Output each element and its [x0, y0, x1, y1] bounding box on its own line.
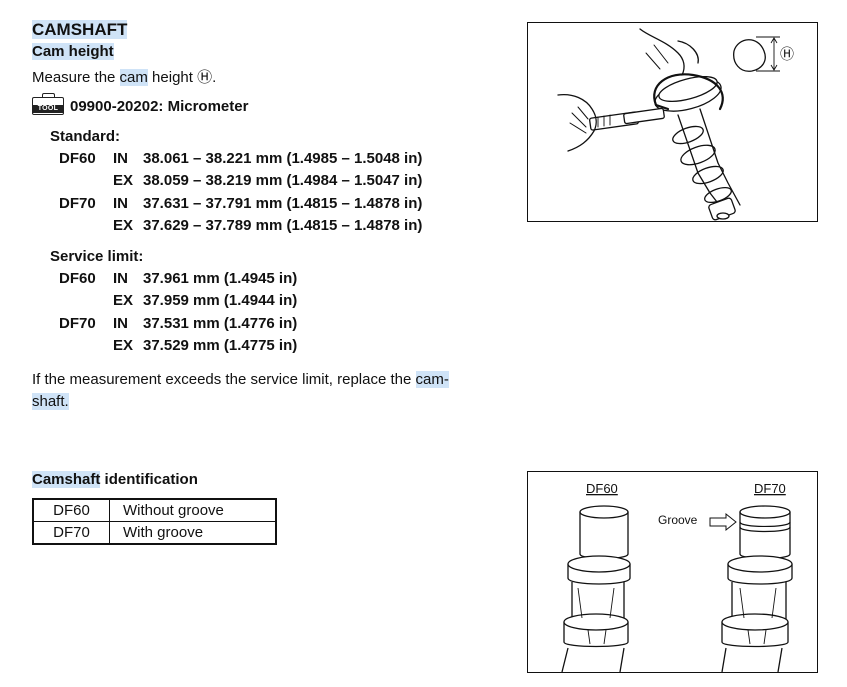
toolbox-icon: TOOL — [32, 93, 64, 115]
df70-label: DF70 — [754, 481, 786, 496]
replace-instruction: If the measurement exceeds the service l… — [32, 371, 449, 410]
camshaft-comparison-illustration: DF60 DF70 Groove — [561, 481, 793, 673]
groove-label: Groove — [658, 513, 698, 527]
subsection-title: Cam height — [32, 43, 114, 60]
table-cell-model: DF60 — [32, 498, 110, 522]
identification-table: DF60 Without groove DF70 With groove — [32, 498, 277, 545]
table-row: DF60 Without groove — [32, 498, 277, 522]
table-cell-desc: Without groove — [109, 498, 277, 522]
table-row: DF70 With groove — [32, 521, 277, 545]
identification-title: Camshaft identification — [32, 471, 198, 488]
standard-heading: Standard: — [50, 128, 121, 145]
camshaft-df70-icon — [721, 505, 793, 673]
table-cell-desc: With groove — [109, 521, 277, 545]
df60-label: DF60 — [586, 481, 618, 496]
cam-height-label: Ⓗ — [780, 47, 794, 63]
special-tool: TOOL 09900-20202: Micrometer — [32, 93, 249, 115]
arrow-right-icon — [709, 512, 737, 532]
tool-label: 09900-20202: Micrometer — [70, 97, 249, 115]
camshaft-df60-icon — [561, 505, 631, 673]
service-limit-heading: Service limit: — [50, 248, 144, 265]
section-title: CAMSHAFT — [32, 20, 128, 39]
table-cell-model: DF70 — [32, 521, 110, 545]
figure-camshaft-identification: DF60 DF70 Groove — [527, 471, 818, 673]
measure-instruction: Measure the cam height Ⓗ. — [32, 69, 217, 86]
figure-cam-height-measurement: Ⓗ — [527, 22, 818, 222]
micrometer-illustration: Ⓗ — [557, 28, 794, 221]
cam-profile-icon — [733, 36, 780, 72]
